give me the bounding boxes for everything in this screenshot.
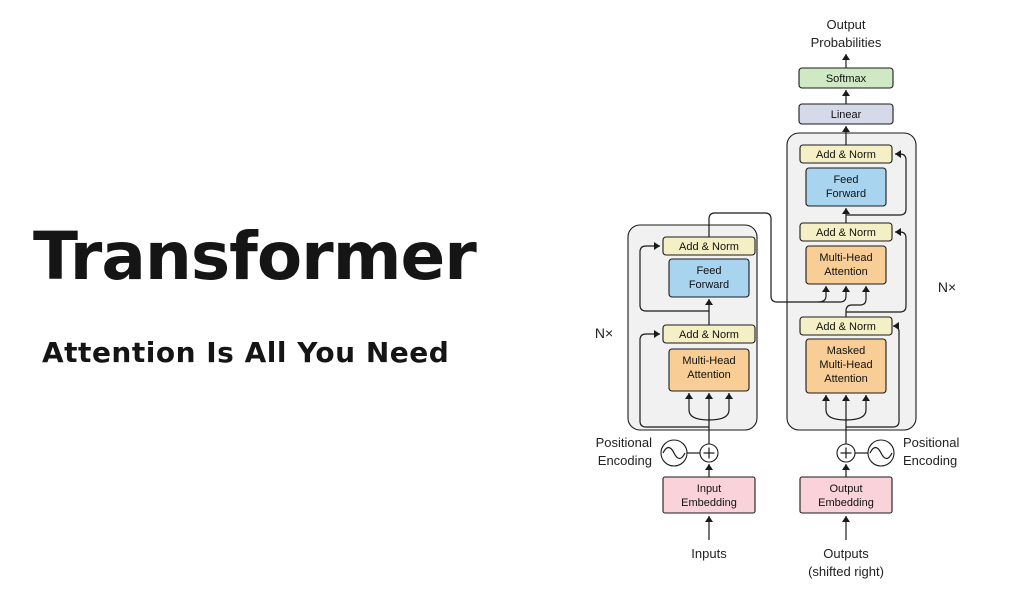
outputs-label-line2: (shifted right) (808, 564, 884, 579)
wire-encoder-residual-mha (639, 330, 709, 428)
wire-encoder-residual-ff (639, 242, 709, 312)
decoder-addnorm-3-label: Add & Norm (816, 149, 876, 161)
wire-masked-mha-branch-left (822, 395, 847, 421)
positional-encoding-right-label-line1: Positional (903, 435, 959, 450)
encoder-addnorm-2-label: Add & Norm (679, 241, 739, 253)
wire-encoder-output-branch (817, 286, 830, 303)
linear-box (798, 103, 894, 125)
encoder-mha-label-line2: Attention (687, 369, 730, 381)
wire-encoder-output-to-decoder (708, 212, 850, 303)
masked-mha-label-line3: Attention (824, 373, 867, 385)
encoder-addnorm-2-box (662, 236, 756, 256)
masked-mha-label-line1: Masked (827, 345, 866, 357)
decoder-addnorm-1-label: Add & Norm (816, 321, 876, 333)
positional-encoding-right-label-line2: Encoding (903, 453, 957, 468)
decoder-addnorm-1-box (799, 316, 893, 336)
decoder-mha-label-line2: Attention (824, 266, 867, 278)
inputs-label: Inputs (691, 546, 727, 561)
decoder-addnorm-3-box (799, 144, 893, 164)
decoder-feed-forward-label-line1: Feed (833, 174, 858, 186)
masked-multi-head-attention-box (805, 338, 887, 394)
decoder-multi-head-attention-box (805, 245, 887, 285)
encoder-feed-forward-box (668, 258, 750, 298)
wire-encoder-mha-branch-right (708, 393, 733, 421)
encoder-mha-label-line1: Multi-Head (682, 355, 735, 367)
n-times-decoder-label: N× (938, 279, 956, 295)
decoder-mha-label-line1: Multi-Head (819, 252, 872, 264)
decoder-feed-forward-box (805, 167, 887, 207)
page-title: Transformer (33, 218, 477, 295)
softmax-box (798, 67, 894, 89)
encoder-multi-head-attention-box (668, 348, 750, 392)
decoder-addnorm-2-box (799, 222, 893, 242)
output-probabilities-label-line2: Probabilities (811, 35, 882, 50)
softmax-label: Softmax (826, 73, 867, 85)
sine-wave-right-icon (869, 446, 893, 460)
wire-decoder-query-to-cross-mha (845, 286, 870, 317)
decoder-feed-forward-label-line2: Forward (826, 188, 866, 200)
positional-encoding-left-label-line2: Encoding (598, 453, 652, 468)
wire-masked-mha-branch-right (845, 395, 870, 421)
wire-decoder-residual-masked-mha (846, 322, 900, 428)
encoder-addnorm-1-box (662, 324, 756, 344)
output-embedding-label-line1: Output (829, 483, 862, 495)
output-embedding-label-line2: Embedding (818, 497, 874, 509)
masked-mha-label-line2: Multi-Head (819, 359, 872, 371)
page-subtitle: Attention Is All You Need (42, 336, 450, 369)
wire-encoder-mha-branch-left (685, 393, 710, 421)
encoder-addnorm-1-label: Add & Norm (679, 329, 739, 341)
input-embedding-label-line1: Input (697, 483, 721, 495)
encoder-feed-forward-label-line2: Forward (689, 279, 729, 291)
output-probabilities-label-line1: Output (826, 17, 865, 32)
input-embedding-label-line2: Embedding (681, 497, 737, 509)
linear-label: Linear (831, 109, 862, 121)
encoder-feed-forward-label-line1: Feed (696, 265, 721, 277)
n-times-encoder-label: N× (595, 325, 613, 341)
decoder-addnorm-2-label: Add & Norm (816, 227, 876, 239)
positional-encoding-left-label-line1: Positional (596, 435, 652, 450)
input-embedding-box (662, 476, 756, 514)
sine-wave-left-icon (662, 446, 686, 460)
wire-decoder-residual-ff (846, 150, 907, 216)
output-embedding-box (799, 476, 893, 514)
outputs-label-line1: Outputs (823, 546, 869, 561)
wire-decoder-residual-cross-mha (846, 228, 907, 313)
